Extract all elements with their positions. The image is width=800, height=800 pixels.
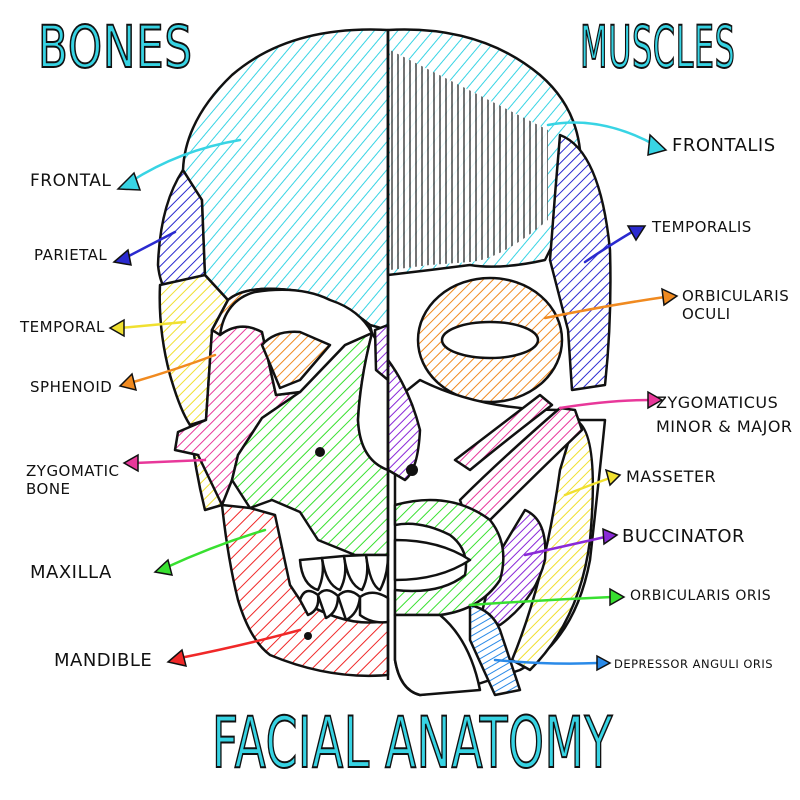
eye-opening xyxy=(440,320,540,360)
mouth-opening xyxy=(393,538,472,582)
label-zygomaticus: ZYGOMATICUS MINOR & MAJOR xyxy=(656,393,793,436)
leader-mandible xyxy=(178,628,302,660)
leader-depressor xyxy=(493,658,600,665)
arrow-parietal xyxy=(112,248,132,266)
arrow-temporal xyxy=(108,318,125,338)
label-masseter: MASSETER xyxy=(626,467,717,486)
leader-masseter xyxy=(563,476,612,497)
upper-teeth xyxy=(298,553,390,592)
muscles-half xyxy=(386,28,612,697)
leader-maxilla xyxy=(163,528,267,570)
label-mandible: MANDIBLE xyxy=(54,650,153,671)
nostril-dot xyxy=(406,464,418,476)
bone-arrowheads xyxy=(108,171,188,667)
arrow-zygomatic xyxy=(122,453,139,473)
leader-buccinator xyxy=(523,535,607,557)
infraorbital-foramen xyxy=(315,447,325,457)
arrow-maxilla xyxy=(153,558,174,576)
label-sphenoid: SPHENOID xyxy=(30,378,113,396)
frontalis-fibers xyxy=(390,50,548,270)
buccinator-muscle xyxy=(478,508,547,627)
label-orbicularis-oris: ORBICULARIS ORIS xyxy=(630,588,772,604)
bones-title: BONES xyxy=(37,13,193,81)
arrow-depressor xyxy=(596,654,612,672)
leader-frontalis xyxy=(546,121,657,147)
label-orbicularis-oculi: ORBICULARIS OCULI xyxy=(682,287,790,323)
leader-temporalis xyxy=(583,230,634,264)
label-frontalis: FRONTALIS xyxy=(672,135,776,156)
arrow-frontalis xyxy=(647,133,668,157)
label-temporalis: TEMPORALIS xyxy=(652,218,752,236)
leader-orbicularis-oris xyxy=(468,595,614,607)
leader-orbicularis-oculi xyxy=(543,295,667,320)
mandible-bone xyxy=(220,503,390,678)
label-parietal: PARIETAL xyxy=(34,246,108,264)
bone-leaders xyxy=(118,138,302,660)
label-buccinator: BUCCINATOR xyxy=(622,526,746,547)
leader-frontal xyxy=(128,138,242,184)
arrow-frontal xyxy=(116,171,142,191)
bones-half xyxy=(156,28,418,678)
arrow-temporalis xyxy=(626,225,647,242)
frontal-bone xyxy=(181,28,390,332)
label-temporal: TEMPORAL xyxy=(20,318,105,336)
depressor-anguli-oris-muscle xyxy=(468,603,522,697)
muscle-arrowheads xyxy=(596,133,679,672)
arrow-buccinator xyxy=(602,527,619,546)
zygomaticus-muscle-minor xyxy=(453,393,554,472)
mental-foramen xyxy=(304,632,312,640)
muscle-leaders xyxy=(468,121,667,665)
arrow-mandible xyxy=(166,648,188,667)
arrow-orbicularis-oculi xyxy=(661,287,679,307)
nasalis-muscle xyxy=(386,358,422,482)
arrow-masseter xyxy=(604,468,622,487)
nasal-septum xyxy=(373,323,390,382)
arrow-sphenoid xyxy=(118,372,138,392)
leader-sphenoid xyxy=(128,353,217,385)
chin xyxy=(393,613,482,697)
label-zygomatic: ZYGOMATIC BONE xyxy=(26,462,120,498)
leader-temporal xyxy=(118,320,187,330)
label-maxilla: MAXILLA xyxy=(30,562,112,583)
label-depressor-anguli-oris: DEPRESSOR ANGULI ORIS xyxy=(614,657,774,671)
label-frontal: FRONTAL xyxy=(30,171,112,191)
temporalis-muscle xyxy=(548,133,612,392)
arrow-orbicularis-oris xyxy=(609,587,626,607)
muscles-title: MUSCLES xyxy=(579,13,736,81)
facial-anatomy-title: FACIAL ANATOMY xyxy=(211,702,613,784)
leader-zygomaticus xyxy=(558,398,652,410)
orbit-sphenoid-fill xyxy=(260,330,332,390)
arrow-zygomaticus xyxy=(647,390,664,410)
leader-zygomatic xyxy=(133,458,207,465)
